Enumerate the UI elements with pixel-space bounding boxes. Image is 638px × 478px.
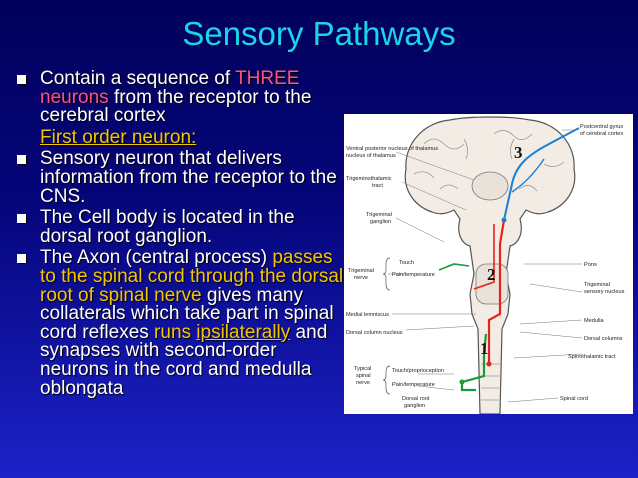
third-order-neuron-path: [503, 127, 580, 221]
second-order-neuron-path: [487, 219, 506, 364]
bullet-square-icon: [17, 155, 26, 165]
bullet-item: The Axon (central process) passes to the…: [14, 247, 350, 398]
label-pain-temp: Pain/temperature: [392, 272, 435, 278]
neuron-number-3: 3: [514, 143, 523, 162]
label-pons: Pons: [584, 262, 597, 268]
label-spinothalamic-tract: Spinothalamic tract: [568, 354, 616, 360]
first-order-neuron-path-2: [438, 263, 470, 271]
ipsilaterally-link: ipsilaterally: [196, 321, 291, 343]
svg-text:spinal: spinal: [356, 373, 371, 379]
three-neurons-highlight: THREE neurons: [40, 68, 300, 108]
brace-spinal: [382, 365, 391, 395]
label-typical-spinal-nerve: Typical: [354, 366, 371, 372]
bullet-item: Contain a sequence of THREE neurons from…: [14, 68, 350, 126]
label-trigeminal-nerve: Trigeminal: [348, 268, 374, 274]
second-order-neuron-path-2: [473, 224, 495, 290]
svg-text:nerve: nerve: [354, 275, 368, 281]
svg-text:sensory nucleus: sensory nucleus: [584, 289, 625, 295]
neuron-cell-body: [459, 379, 465, 385]
bullet-item: Sensory neuron that delivers information…: [14, 149, 350, 206]
bullet-square-icon: [17, 254, 26, 264]
neuron-cell-body: [501, 217, 507, 223]
third-order-neuron-path-2: [511, 158, 545, 193]
label-touch-proprioception: Touch/proprioception: [392, 368, 444, 374]
bullet-list: Contain a sequence of THREE neurons from…: [14, 68, 350, 401]
svg-text:nerve: nerve: [356, 380, 370, 386]
label-touch: Touch: [399, 260, 414, 266]
svg-text:nucleus of thalamus: nucleus of thalamus: [346, 153, 396, 159]
svg-text:tract: tract: [372, 183, 383, 189]
slide-title: Sensory Pathways: [182, 15, 456, 52]
leader-lines: [388, 129, 583, 403]
thalamus-shape: [471, 171, 509, 201]
label-dorsal-root-ganglion: Dorsal root: [402, 396, 430, 402]
svg-text:of cerebral cortex: of cerebral cortex: [580, 131, 623, 137]
svg-text:ganglion: ganglion: [370, 219, 391, 225]
first-order-neuron-heading: First order neuron:: [40, 126, 197, 148]
neuron-cell-body: [486, 361, 492, 367]
neuron-number-1: 1: [480, 339, 489, 358]
label-dorsal-columns: Dorsal columns: [584, 336, 623, 342]
svg-text:ganglion: ganglion: [404, 403, 425, 409]
bullet-item: The Cell body is located in the dorsal r…: [14, 208, 350, 246]
label-medial-lemniscus: Medial lemniscus: [346, 312, 389, 318]
label-medulla: Medulla: [584, 318, 604, 324]
label-dorsal-column-nucleus: Dorsal column nucleus: [346, 330, 403, 336]
label-postcentral-gyrus: Postcentral gyrus: [580, 124, 623, 130]
label-vpn: Ventral posterior nucleus of thalamus: [346, 146, 438, 152]
label-pain-temperature-2: Pain/temperature: [392, 382, 435, 388]
neuron-number-2: 2: [487, 265, 496, 284]
label-trigeminal-ganglion: Trigeminal: [366, 212, 392, 218]
passes-highlight: passes to the spinal cord through the do…: [40, 247, 344, 306]
gyri-lines: [413, 130, 565, 192]
label-trigeminal-sensory-nucleus: Trigeminal: [584, 282, 610, 288]
bullet-square-icon: [17, 214, 26, 224]
label-spinal-cord: Spinal cord: [560, 396, 588, 402]
first-order-neuron-path: [460, 333, 488, 392]
bullet-square-icon: [17, 75, 26, 84]
pathway-svg: 3 2 1 Ventral posterior nucleus of thala…: [346, 116, 625, 414]
sensory-pathway-diagram: 3 2 1 Ventral posterior nucleus of thala…: [344, 114, 633, 414]
label-trigeminothalamic: Trigeminothalamic: [346, 176, 392, 182]
brace-trigeminal: [382, 257, 391, 291]
